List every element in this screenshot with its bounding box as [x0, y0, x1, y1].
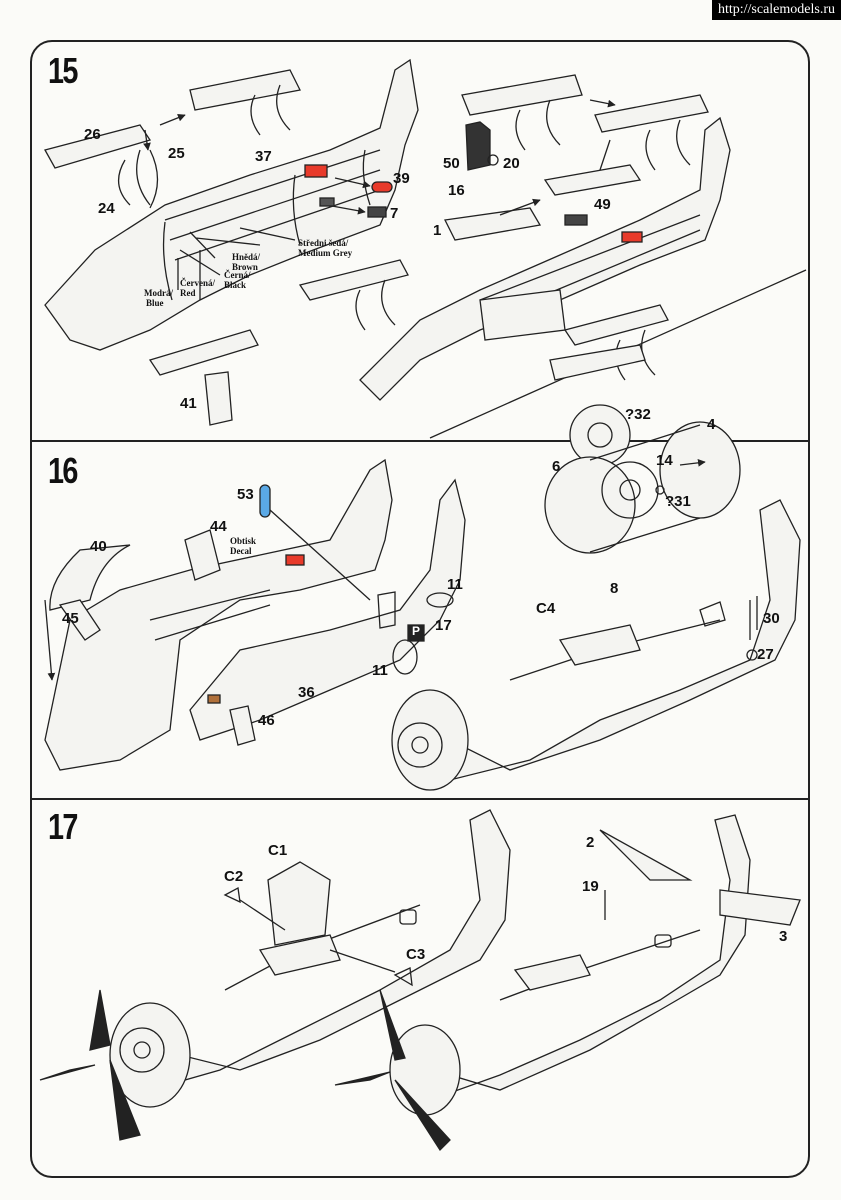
part-17	[377, 591, 396, 629]
part-27	[746, 649, 758, 661]
part-32	[569, 404, 631, 466]
step-17-frame	[30, 798, 810, 1178]
part-label-20: 20	[503, 155, 520, 172]
flag-label: P	[412, 624, 421, 638]
canopy-17a	[258, 934, 341, 976]
aircraft-left-17	[39, 809, 511, 1141]
frame-top-right-15	[461, 74, 583, 116]
part-6	[544, 456, 636, 554]
part-label-C4: C4	[536, 600, 556, 617]
color-label-blue-2: Blue	[146, 298, 164, 308]
part-label-C2: C2	[224, 868, 244, 885]
part-24-25	[118, 149, 159, 209]
decal-label-2: Decal	[230, 546, 252, 556]
part-label-30: 30	[763, 610, 780, 627]
part-label-14: 14	[656, 452, 673, 469]
part-label-2: 2	[586, 834, 595, 851]
part-label-6: 6	[552, 458, 561, 475]
part-41	[204, 371, 233, 426]
part-label-19: 19	[582, 878, 599, 895]
flag-icon	[407, 624, 425, 642]
engine-front	[601, 461, 659, 519]
part-45	[58, 599, 101, 641]
canopy-16	[558, 624, 641, 666]
part-36	[189, 478, 466, 741]
step-number-16: 16	[48, 450, 78, 491]
part-label-3: 3	[779, 928, 788, 945]
part-11-top	[426, 592, 454, 608]
part-C2	[223, 886, 241, 904]
part-C1	[267, 861, 331, 946]
part-label-25: 25	[168, 145, 185, 162]
part-label-7: 7	[390, 205, 399, 222]
part-39	[371, 181, 393, 193]
part-46	[229, 705, 256, 746]
part-label-24: 24	[98, 200, 115, 217]
part-1	[444, 207, 542, 241]
part-label-32: ?32	[625, 406, 651, 423]
part-label-16: 16	[448, 182, 465, 199]
part-C3	[393, 967, 413, 987]
step-number-15: 15	[48, 50, 78, 91]
part-label-4: 4	[707, 416, 716, 433]
color-label-red-2: Red	[180, 288, 196, 298]
part-41-frame	[148, 329, 259, 376]
canopy-17b	[513, 954, 591, 991]
part-label-27: 27	[757, 646, 774, 663]
part-label-11a: 11	[447, 576, 463, 593]
part-3	[719, 889, 801, 926]
part-44	[184, 529, 221, 581]
part-label-C1: C1	[268, 842, 288, 859]
part-53	[259, 484, 271, 518]
cowl-front-16	[397, 722, 443, 768]
part-label-26: 26	[84, 126, 101, 143]
color-label-black-2: Black	[224, 280, 247, 290]
fuselage-left-half-15	[44, 58, 419, 351]
fuselage-left-half-16	[44, 458, 466, 771]
part-label-36: 36	[298, 684, 315, 701]
part-label-8: 8	[610, 580, 619, 597]
part-label-17: 17	[435, 617, 452, 634]
part-50	[465, 121, 491, 171]
aircraft-right-17	[334, 814, 801, 1152]
part-20	[487, 154, 499, 166]
part-label-45: 45	[62, 610, 79, 627]
color-label-brown-2: Brown	[232, 262, 258, 272]
part-30	[749, 596, 758, 640]
fuselage-right-half-15	[359, 116, 731, 401]
part-label-44: 44	[210, 518, 227, 535]
color-label-blue-1: Modrá/	[144, 288, 173, 298]
decal-label-1: Obtisk	[230, 536, 257, 546]
part-label-39: 39	[393, 170, 410, 187]
part-2	[599, 829, 693, 881]
part-26	[44, 124, 152, 169]
part-40	[49, 544, 131, 611]
part-label-11b: 11	[372, 662, 388, 679]
part-label-1: 1	[433, 222, 442, 239]
color-label-brown-1: Hnědá/	[232, 252, 261, 262]
part-label-49: 49	[594, 196, 611, 213]
color-label-black-1: Černá/	[224, 270, 251, 280]
color-label-red-1: Červená/	[180, 278, 215, 288]
part-7	[367, 206, 387, 218]
part-label-53: 53	[237, 486, 254, 503]
part-label-31: ?31	[665, 493, 691, 510]
color-label-grey: Středni šedá/ Medium Grey	[298, 238, 353, 258]
part-label-50: 50	[443, 155, 460, 172]
part-11-bottom	[392, 639, 418, 675]
red-part-37	[304, 164, 328, 178]
part-label-C3: C3	[406, 946, 426, 963]
part-label-41: 41	[180, 395, 197, 412]
part-label-37: 37	[255, 148, 272, 165]
watermark-url: http://scalemodels.ru	[711, 0, 841, 20]
part-label-46: 46	[258, 712, 275, 729]
step-number-17: 17	[48, 806, 78, 847]
part-31	[655, 485, 665, 495]
part-label-40: 40	[90, 538, 107, 555]
frame-right-15	[298, 259, 409, 301]
frame-upper-15	[189, 69, 301, 111]
